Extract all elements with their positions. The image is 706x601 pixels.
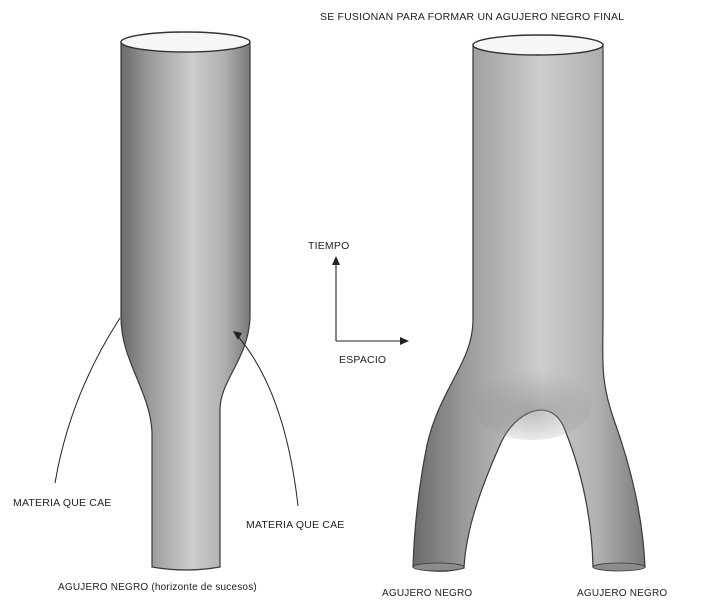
falling-matter-label-left: MATERIA QUE CAE xyxy=(13,497,112,509)
falling-matter-label-right: MATERIA QUE CAE xyxy=(246,519,345,531)
black-hole-horizon-label: AGUJERO NEGRO (horizonte de sucesos) xyxy=(58,582,257,593)
right-leg-bottom xyxy=(593,563,645,571)
merger-tube xyxy=(413,35,645,571)
top-caption: SE FUSIONAN PARA FORMAR UN AGUJERO NEGRO… xyxy=(320,11,624,23)
black-hole-label-left: AGUJERO NEGRO xyxy=(382,588,472,599)
time-axis-label: TIEMPO xyxy=(308,240,349,252)
spacetime-axes xyxy=(332,256,409,345)
black-hole-label-right: AGUJERO NEGRO xyxy=(577,588,667,599)
space-axis-arrowhead xyxy=(400,337,409,345)
time-axis-arrowhead xyxy=(332,256,340,265)
space-axis-label: ESPACIO xyxy=(339,354,386,366)
leader-line-right xyxy=(236,334,298,506)
merger-tube-body xyxy=(413,44,645,571)
left-tube-body xyxy=(121,42,250,570)
left-leg-bottom xyxy=(413,563,464,571)
left-tube-top-opening xyxy=(121,32,250,52)
leader-line-left xyxy=(55,318,120,483)
crotch-shadow xyxy=(472,370,592,440)
left-collapse-tube xyxy=(121,32,250,570)
merger-tube-top-opening xyxy=(473,35,603,55)
